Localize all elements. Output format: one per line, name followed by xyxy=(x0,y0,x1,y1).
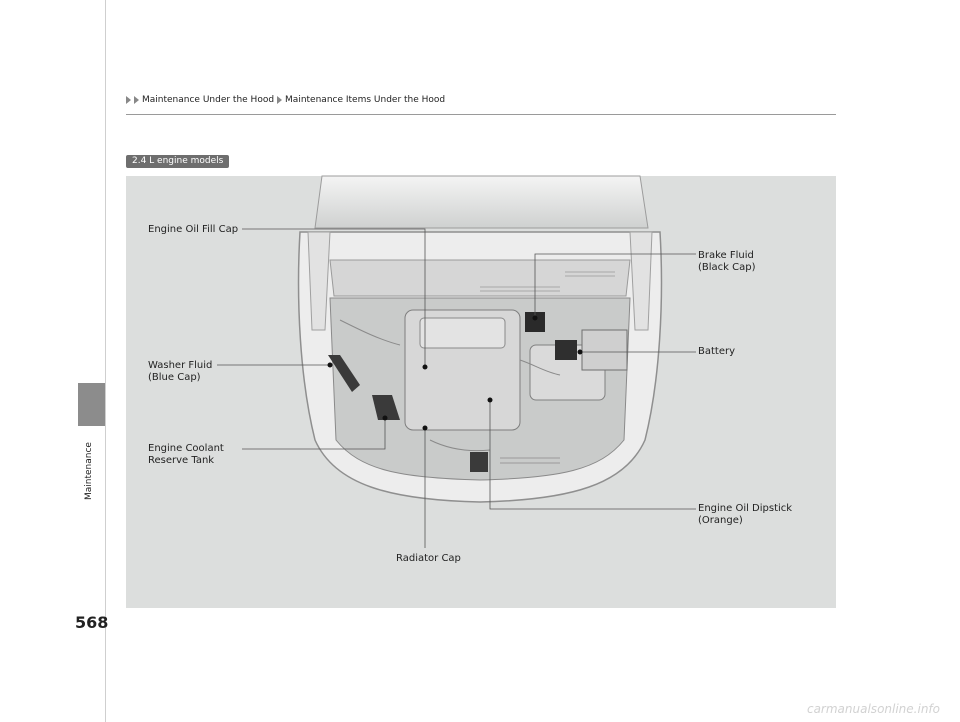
cowl-vents xyxy=(480,271,615,292)
leader-lines xyxy=(217,228,696,548)
breadcrumb-item-2[interactable]: Maintenance Items Under the Hood xyxy=(285,95,446,105)
brake-fluid-reservoir xyxy=(525,312,545,332)
left-fender xyxy=(307,231,331,331)
radiator-lines xyxy=(500,457,560,464)
callout-oil-dipstick: Engine Oil Dipstick (Orange) xyxy=(698,503,793,526)
model-badge: 2.4 L engine models xyxy=(126,155,230,168)
callout-brake-fluid: Brake Fluid (Black Cap) xyxy=(698,250,756,273)
arrow-icon xyxy=(134,96,139,104)
page-number: 568 xyxy=(75,613,109,632)
leader-points xyxy=(327,315,583,431)
margin-line xyxy=(105,0,106,722)
callout-coolant-tank: Engine Coolant Reserve Tank xyxy=(148,443,224,466)
bay-details xyxy=(339,319,561,452)
breadcrumb: Maintenance Under the Hood Maintenance I… xyxy=(126,95,445,105)
header-rule xyxy=(126,114,836,115)
callout-radiator-cap: Radiator Cap xyxy=(396,553,461,564)
breadcrumb-item-1[interactable]: Maintenance Under the Hood xyxy=(142,95,275,105)
grille-part xyxy=(470,452,488,472)
arrow-icon xyxy=(277,96,283,104)
washer-fluid-reservoir xyxy=(328,355,360,392)
right-fender xyxy=(629,231,653,331)
callout-oil-fill-cap: Engine Oil Fill Cap xyxy=(148,224,239,235)
engine-cover xyxy=(419,317,506,349)
battery-terminal xyxy=(555,340,577,360)
battery xyxy=(581,329,628,371)
footer-watermark: carmanualsonline.info xyxy=(806,702,940,716)
arrow-icon xyxy=(126,96,131,104)
chapter-tab xyxy=(78,383,105,426)
coolant-reservoir xyxy=(372,395,400,420)
hood-panel xyxy=(314,175,649,229)
callout-battery: Battery xyxy=(698,346,736,357)
callout-washer-fluid: Washer Fluid (Blue Cap) xyxy=(148,360,213,383)
